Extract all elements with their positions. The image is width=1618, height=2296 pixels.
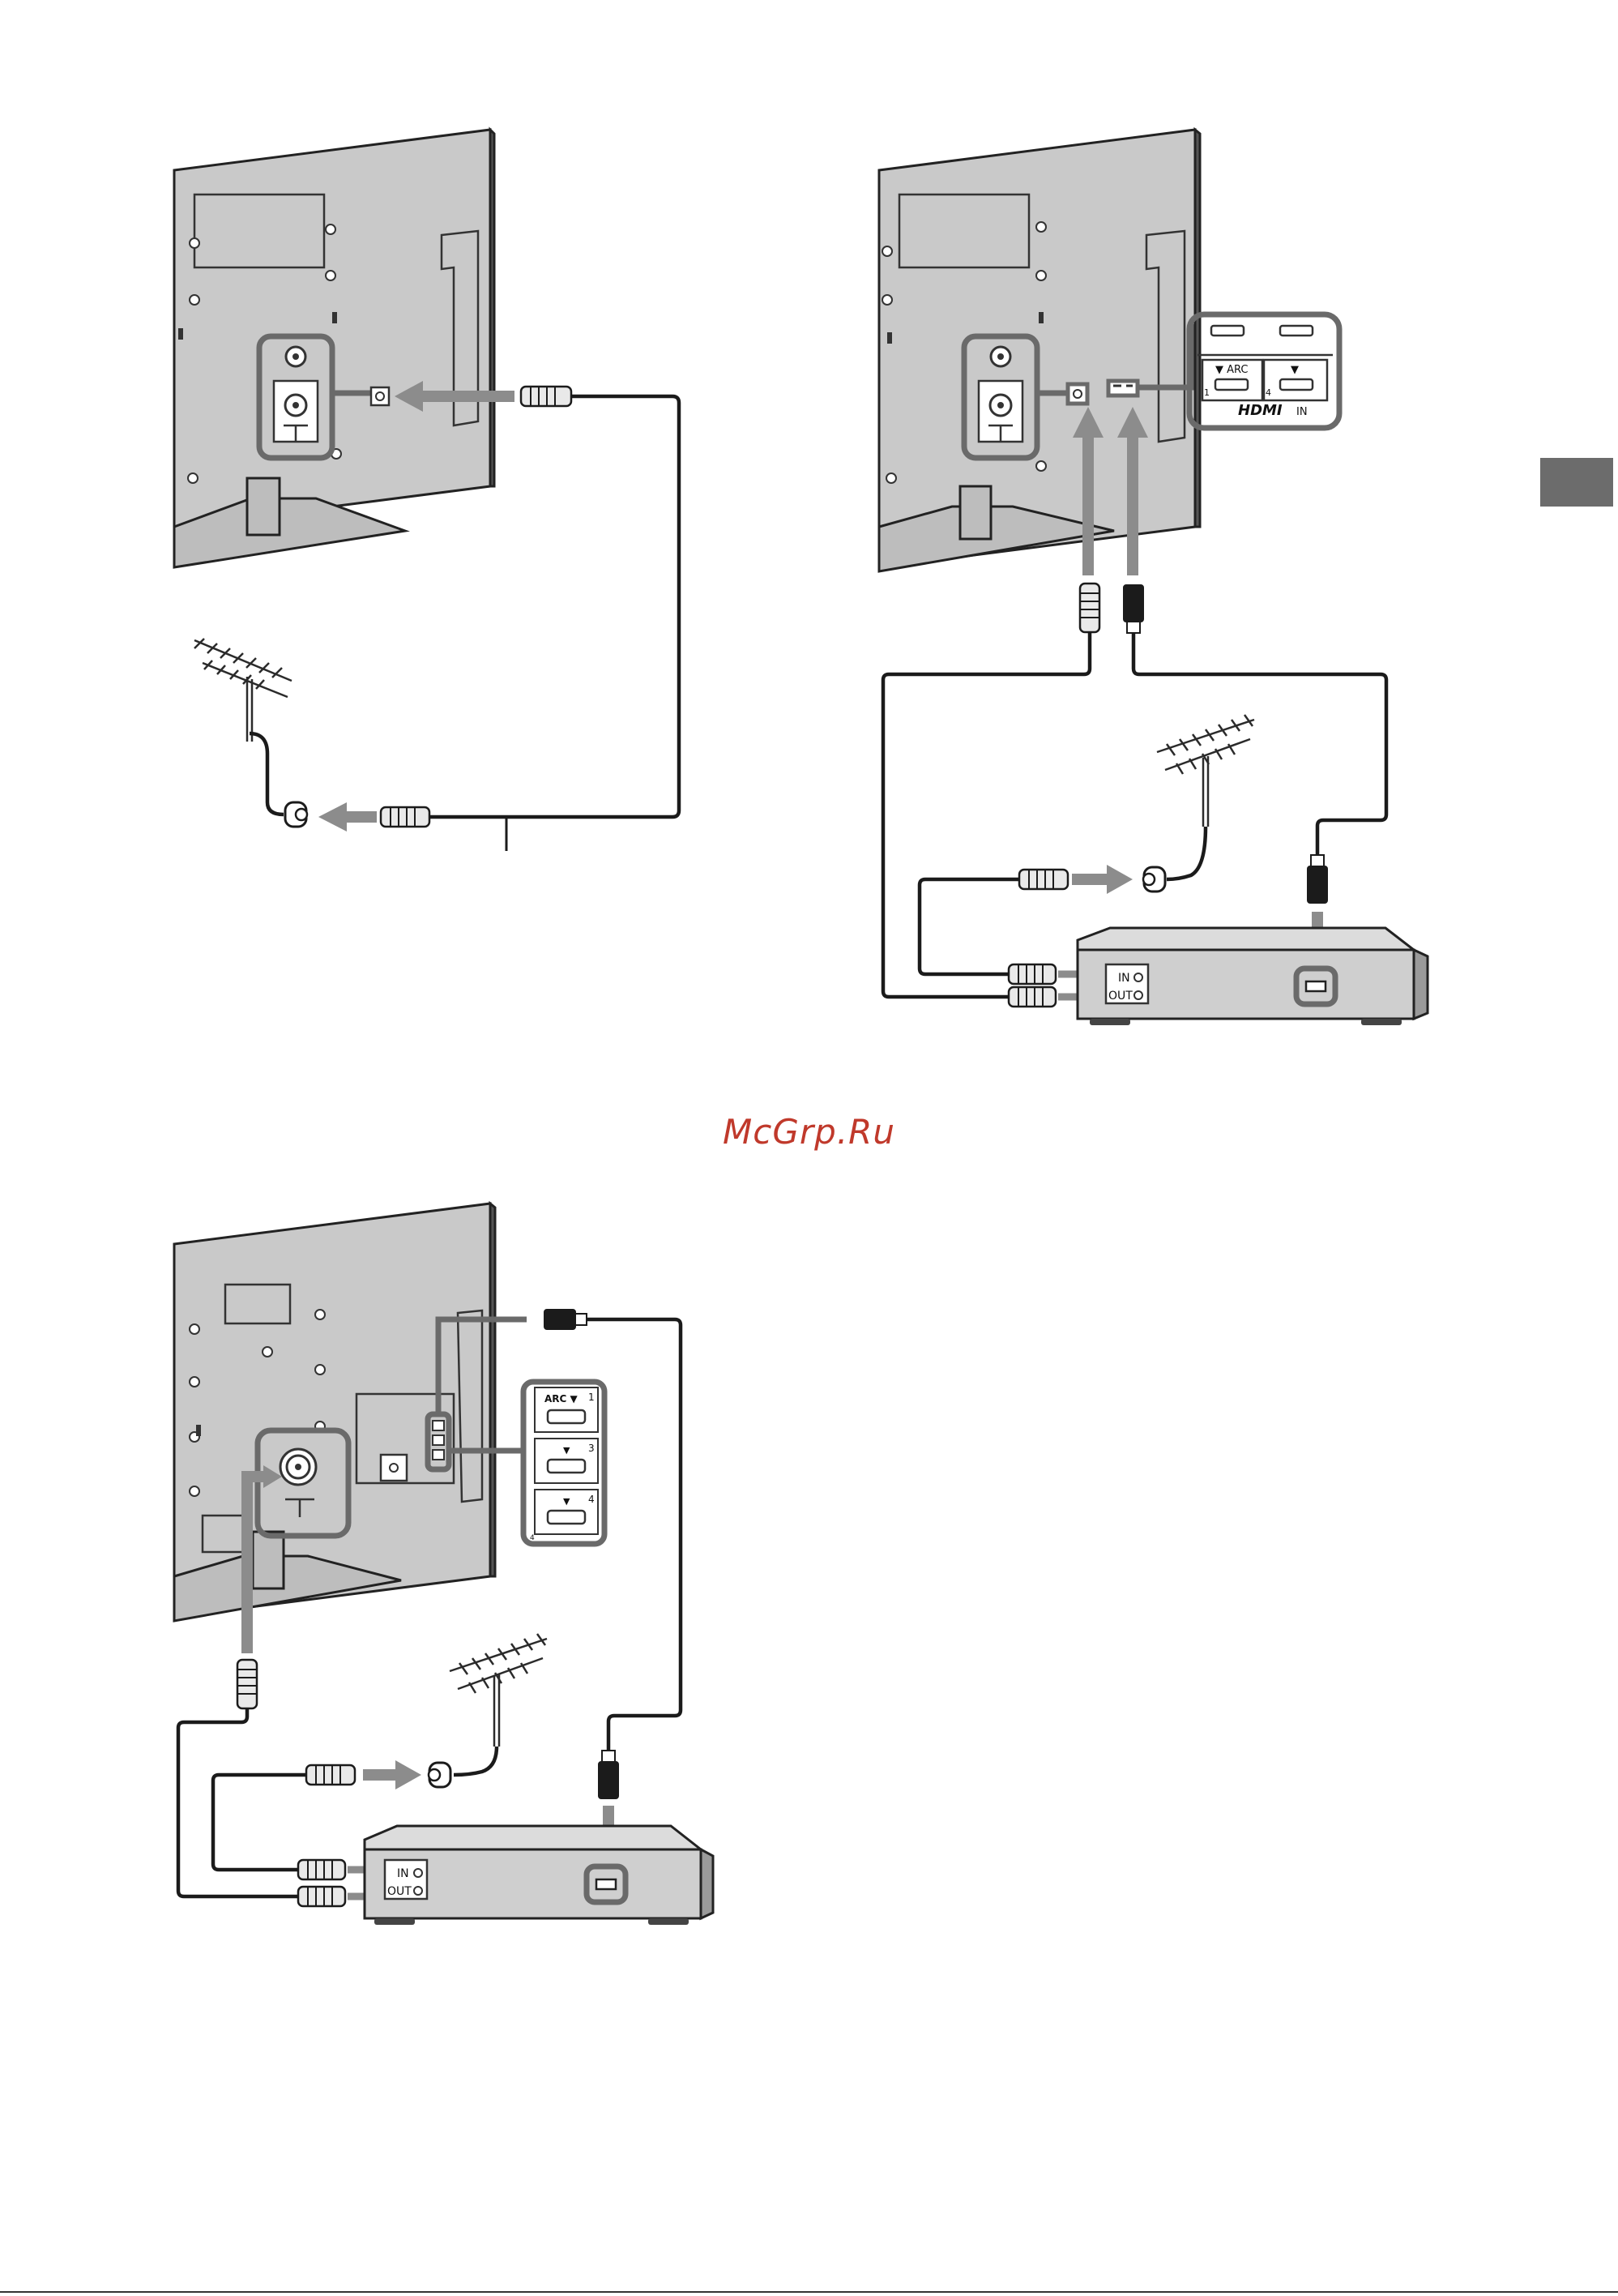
figure-antenna-box-tv: ▼ ARC ▼ 1 4 HDMI IN	[879, 130, 1428, 1025]
hdmi-plug-tv-2	[1124, 585, 1143, 633]
hdmi-cable-2	[1133, 633, 1386, 855]
coax-plug-tv-2	[1080, 584, 1099, 632]
coax-plug-tv-side	[521, 387, 571, 406]
box-in-label-3: IN	[397, 1867, 409, 1880]
box-in-label: IN	[1118, 972, 1130, 985]
coax-cable-antenna-to-box-in	[920, 879, 1019, 974]
box-out-label: OUT	[1108, 990, 1133, 1003]
hdmi-small-note-3: 4	[530, 1534, 535, 1542]
hdmi-port-num-3-3: 3	[588, 1443, 595, 1454]
hdmi-port-num-1: 1	[1204, 387, 1210, 398]
figure-antenna-to-tv	[174, 130, 679, 851]
hdmi-in-label: IN	[1296, 406, 1308, 418]
hdmi-plug-box-3	[599, 1751, 618, 1798]
antenna-3	[429, 1634, 547, 1787]
figure-antenna-box-tv-alt: ARC ▼ 1 ▼ 3 ▼ 4 4	[174, 1204, 713, 1925]
coax-cable-antenna-to-box-in-3	[213, 1775, 306, 1870]
hdmi-logo: HDMI	[1238, 402, 1283, 419]
antenna-2	[1143, 715, 1254, 891]
hdmi-port-mark: ▼	[1291, 364, 1299, 376]
box-out-label-3: OUT	[387, 1885, 412, 1898]
set-top-box-3: IN OUT	[365, 1826, 713, 1925]
hdmi-panel-top: ▼ ARC ▼ 1 4 HDMI IN	[1189, 314, 1339, 428]
antenna-1	[194, 639, 307, 827]
hdmi-plug-box-2	[1308, 855, 1327, 903]
watermark: McGrp.Ru	[0, 1112, 1618, 1152]
coax-plug-antenna-2	[1019, 870, 1068, 889]
coax-cable-tv-to-box-out	[883, 632, 1090, 997]
coax-plug-tv-3	[237, 1660, 257, 1708]
set-top-box-2: IN OUT	[1078, 928, 1428, 1025]
hdmi-port-mark-3a: ▼	[563, 1445, 570, 1456]
hdmi-arc-label: ▼ ARC	[1215, 364, 1249, 376]
hdmi-panel-bottom: ARC ▼ 1 ▼ 3 ▼ 4 4	[523, 1382, 604, 1544]
coax-plug-antenna-side	[381, 807, 429, 827]
arrow-coax-to-antenna-3	[363, 1760, 421, 1789]
hdmi-plug-tv-3	[544, 1310, 587, 1329]
coax-arrow-to-antenna	[318, 802, 377, 832]
hdmi-arc-label-3: ARC ▼	[544, 1393, 578, 1405]
hdmi-port-mark-3b: ▼	[563, 1496, 570, 1507]
hdmi-port-num-4-3: 4	[588, 1494, 595, 1505]
arrow-coax-to-antenna-2	[1072, 865, 1133, 894]
hdmi-port-num-1-3: 1	[588, 1392, 595, 1403]
coax-plug-antenna-3	[306, 1765, 355, 1785]
hdmi-port-num-4: 4	[1266, 387, 1271, 398]
